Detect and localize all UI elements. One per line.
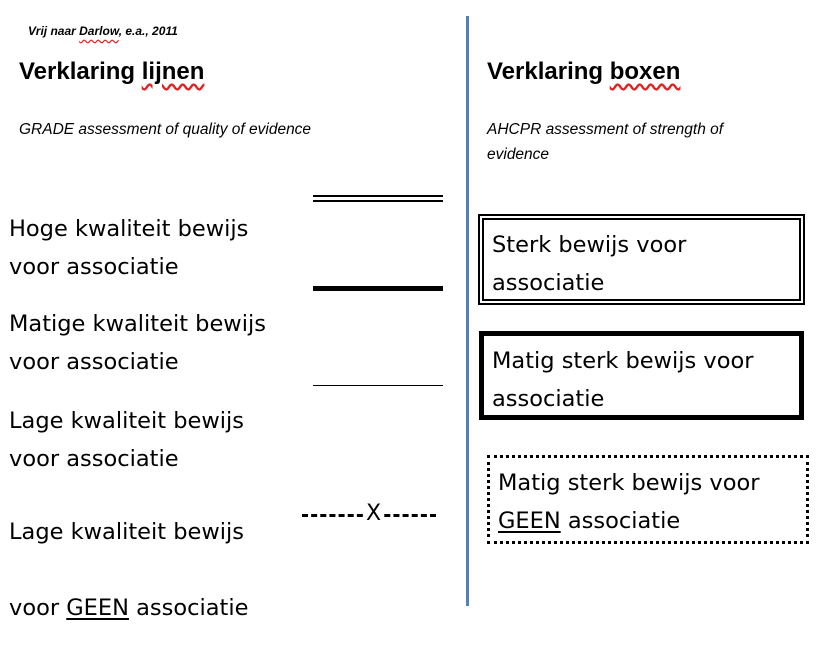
legend-item-low-none: Lage kwaliteit bewijs voor GEEN associat…: [9, 519, 249, 621]
right-subtitle: AHCPR assessment of strength of evidence: [487, 121, 724, 163]
left-heading: Verklaring lijnen: [19, 58, 205, 85]
line-double-sample: [313, 195, 443, 202]
left-subtitle: GRADE assessment of quality of evidence: [19, 121, 312, 138]
source-note: Vrij naar Darlow, e.a., 2011: [28, 24, 178, 38]
line-thin-sample: [313, 385, 443, 386]
source-author: Darlow: [79, 24, 119, 38]
right-heading: Verklaring boxen: [487, 58, 681, 85]
x-mark: X: [365, 501, 383, 526]
box-moderate-none: Matig sterk bewijs voor GEEN associatie: [487, 455, 809, 544]
line-thick-sample: [313, 286, 443, 291]
column-divider: [466, 16, 469, 606]
